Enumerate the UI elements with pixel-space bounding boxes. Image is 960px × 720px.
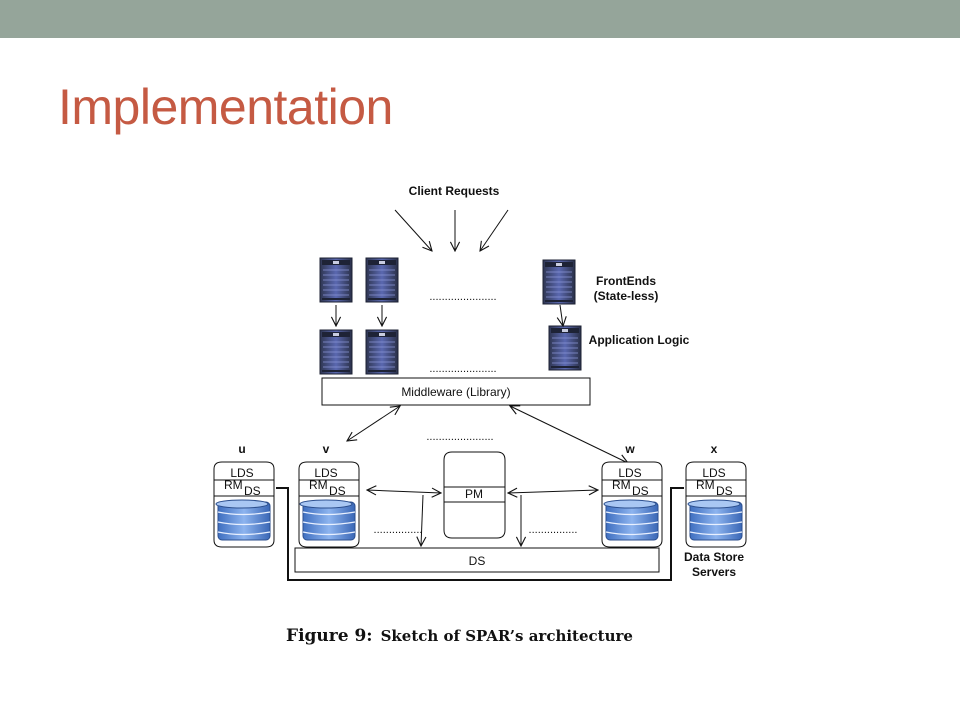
- application-logic-label: Application Logic: [589, 333, 690, 347]
- server-rack-icon: [365, 257, 399, 303]
- frontends-label: FrontEnds: [596, 274, 656, 288]
- middleware-arrow-right: [510, 406, 628, 463]
- middle-ellipsis: ......................: [426, 431, 493, 443]
- ds-label: DS: [329, 484, 346, 498]
- caption-prefix: Figure 9:: [286, 626, 373, 646]
- rm-label: RM: [696, 478, 715, 492]
- server-rack-icon: [319, 329, 353, 375]
- pm-arrow-down-left: [421, 494, 423, 546]
- ds-left-ellipsis: ................: [374, 524, 423, 536]
- figure-caption: Figure 9: Sketch of SPAR’s architecture: [286, 626, 633, 646]
- middleware-arrow-left: [347, 406, 400, 441]
- lds-label: LDS: [314, 466, 337, 480]
- server-rack-icon: [319, 257, 353, 303]
- top-bar: [0, 0, 960, 38]
- server-id-label: v: [323, 442, 330, 456]
- database-icon: [299, 499, 356, 541]
- database-icon: [687, 499, 743, 541]
- database-icon: [603, 499, 659, 541]
- client-requests-label: Client Requests: [409, 184, 500, 198]
- caption-text: Sketch of SPAR’s architecture: [381, 627, 633, 645]
- app-ellipsis: ......................: [429, 363, 496, 375]
- ds-label: DS: [716, 484, 733, 498]
- server-racks: [319, 257, 582, 375]
- ds-bar-label: DS: [469, 554, 486, 568]
- client-arrow-1: [394, 209, 432, 251]
- pm-arrow-left: [367, 490, 441, 493]
- ds-label: DS: [244, 484, 261, 498]
- rm-label: RM: [309, 478, 328, 492]
- server-rack-icon: [542, 259, 576, 305]
- server-rack-icon: [365, 329, 399, 375]
- rm-label: RM: [224, 478, 243, 492]
- data-store-label-1: Data Store: [684, 550, 744, 564]
- lds-label: LDS: [702, 466, 725, 480]
- rm-label: RM: [612, 478, 631, 492]
- ds-frame: [276, 487, 684, 581]
- pm-box: [443, 451, 506, 539]
- pm-label: PM: [465, 487, 483, 501]
- frontend-ellipsis: ......................: [429, 291, 496, 303]
- server-id-label: w: [624, 442, 635, 456]
- ds-right-ellipsis: ................: [529, 524, 578, 536]
- middleware-label: Middleware (Library): [401, 385, 510, 399]
- server-id-label: u: [238, 442, 245, 456]
- fe-arrow-3: [560, 304, 563, 326]
- lds-label: LDS: [230, 466, 253, 480]
- slide-title: Implementation: [58, 79, 393, 135]
- lds-label: LDS: [618, 466, 641, 480]
- pm-arrow-right: [508, 490, 598, 493]
- middleware-box: [321, 377, 591, 406]
- database-icon: [215, 499, 271, 541]
- server-id-label: x: [711, 442, 718, 456]
- server-rack-icon: [548, 325, 582, 371]
- ds-bar: [294, 547, 660, 573]
- frontends-sublabel: (State-less): [594, 289, 659, 303]
- ds-label: DS: [632, 484, 649, 498]
- data-store-label-2: Servers: [692, 565, 736, 579]
- client-arrow-3: [480, 209, 509, 251]
